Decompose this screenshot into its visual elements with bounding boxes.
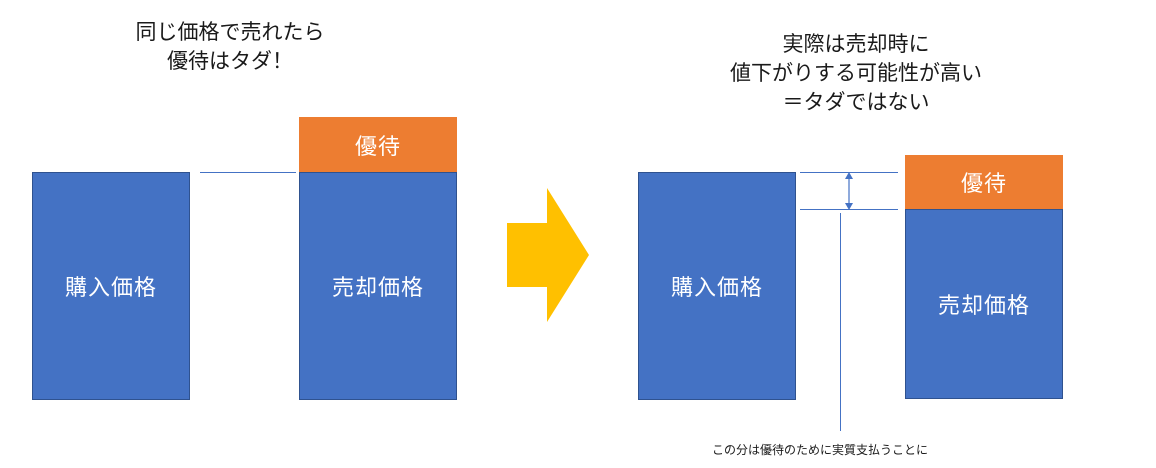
right-caption-line2: 値下がりする可能性が高い — [730, 61, 982, 85]
left-benefit-label: 優待 — [354, 134, 401, 160]
left-caption-line1: 同じ価格で売れたら — [135, 20, 325, 44]
left-level-line — [200, 172, 296, 173]
right-sale-price-label: 売却価格 — [937, 294, 1030, 319]
right-sale-price-box: 売却価格 — [905, 209, 1063, 399]
right-caption: 実際は売却時に 値下がりする可能性が高い ＝タダではない — [686, 30, 1026, 117]
left-caption: 同じ価格で売れたら 優待はタダ！ — [100, 18, 360, 76]
right-purchase-price-label: 購入価格 — [670, 276, 763, 301]
double-arrow-icon — [845, 172, 853, 210]
left-caption-line2: 優待はタダ！ — [167, 49, 293, 73]
left-sale-price-label: 売却価格 — [331, 276, 424, 301]
right-benefit-label: 優待 — [960, 172, 1007, 197]
left-purchase-price-label: 購入価格 — [64, 276, 157, 301]
left-sale-price-box: 売却価格 — [299, 172, 457, 400]
right-benefit-box: 優待 — [905, 155, 1063, 209]
note-pointer-line — [840, 213, 841, 431]
payment-note: この分は優待のために実質支払うことに — [712, 443, 929, 457]
arrow-right-icon — [507, 188, 589, 322]
right-caption-line3: ＝タダではない — [782, 90, 930, 114]
right-caption-line1: 実際は売却時に — [782, 32, 930, 56]
left-benefit-box: 優待 — [299, 117, 457, 172]
left-purchase-price-box: 購入価格 — [32, 172, 190, 400]
right-purchase-price-box: 購入価格 — [638, 172, 796, 400]
